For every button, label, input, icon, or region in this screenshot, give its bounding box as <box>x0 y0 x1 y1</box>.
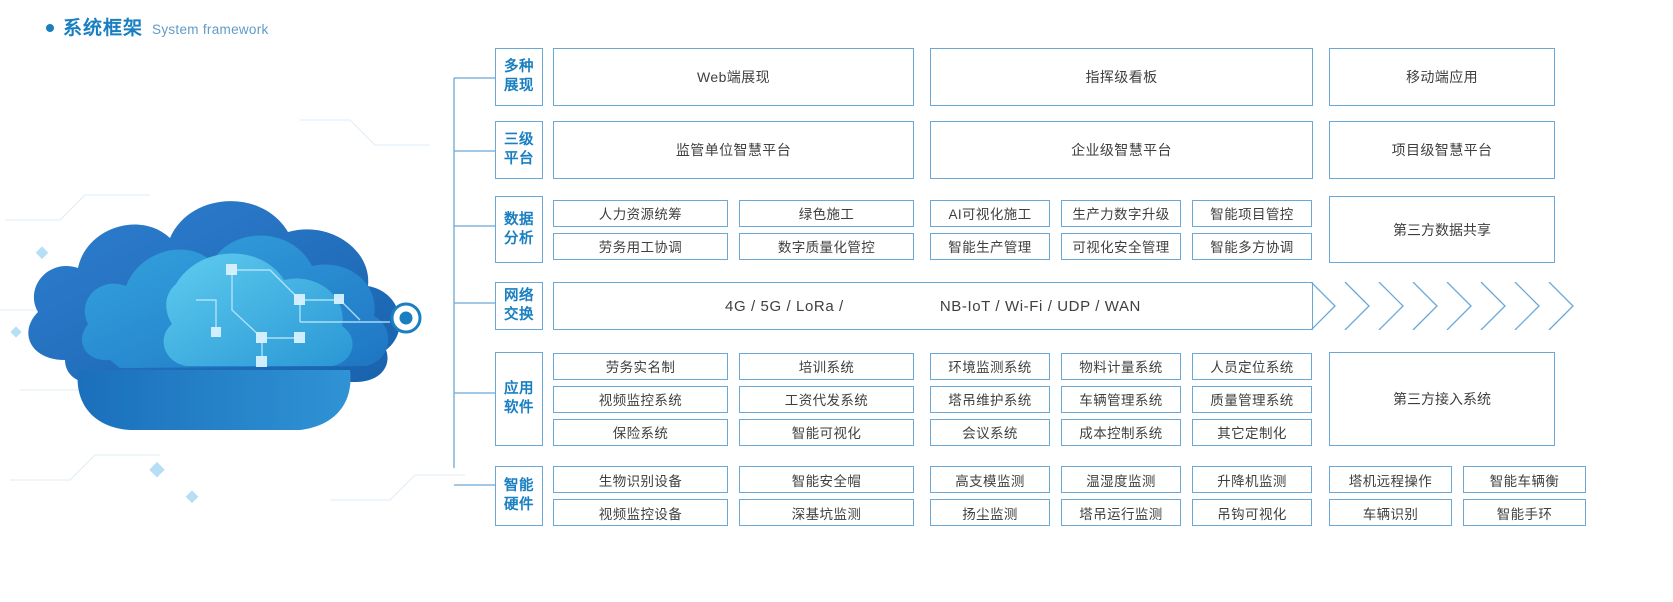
row-label-network-exchange: 网络 交换 <box>495 282 543 330</box>
cell-smart-project-control[interactable]: 智能项目管控 <box>1192 199 1312 227</box>
row-label-presentation: 多种 展现 <box>495 48 543 106</box>
cell-payroll-system[interactable]: 工资代发系统 <box>739 385 914 413</box>
connector-lines <box>453 77 498 486</box>
bullet-icon <box>46 23 54 32</box>
cell-hr-planning[interactable]: 人力资源统筹 <box>553 199 728 227</box>
cell-personnel-positioning-system[interactable]: 人员定位系统 <box>1192 352 1312 380</box>
network-band-left-text: 4G / 5G / LoRa / <box>725 297 844 315</box>
row-label-line1: 网络 <box>504 288 534 305</box>
cell-smart-visualization[interactable]: 智能可视化 <box>739 418 914 446</box>
row-label-line1: 数据 <box>504 211 534 228</box>
cell-cost-control-system[interactable]: 成本控制系统 <box>1061 418 1181 446</box>
cell-green-construction[interactable]: 绿色施工 <box>739 199 914 227</box>
cell-smart-wristband[interactable]: 智能手环 <box>1463 499 1586 526</box>
row-smart-hardware: 智能 硬件 生物识别设备 智能安全帽 视频监控设备 深基坑监测 高支模监 <box>495 466 1586 526</box>
cell-mobile-app[interactable]: 移动端应用 <box>1329 48 1555 106</box>
cell-labor-coordination[interactable]: 劳务用工协调 <box>553 232 728 260</box>
cell-web-display[interactable]: Web端展现 <box>553 48 914 106</box>
network-band: 4G / 5G / LoRa / NB-IoT / Wi-Fi / UDP / … <box>553 282 1313 330</box>
cell-productivity-upgrade[interactable]: 生产力数字升级 <box>1061 199 1181 227</box>
cell-quality-management-system[interactable]: 质量管理系统 <box>1192 385 1312 413</box>
row-label-line1: 智能 <box>504 478 534 495</box>
cell-command-dashboard[interactable]: 指挥级看板 <box>930 48 1313 106</box>
row-label-line2: 软件 <box>504 400 534 416</box>
page-title-en: System framework <box>152 22 269 37</box>
row-presentation: 多种 展现 Web端展现 指挥级看板 移动端应用 <box>495 48 1555 106</box>
page-title-cn: 系统框架 <box>63 18 144 39</box>
network-band-right-text: NB-IoT / Wi-Fi / UDP / WAN <box>939 297 1141 315</box>
cell-biometric-device[interactable]: 生物识别设备 <box>553 466 728 493</box>
cell-video-surveillance-device[interactable]: 视频监控设备 <box>553 499 728 526</box>
cell-crane-maintenance-system[interactable]: 塔吊维护系统 <box>930 385 1050 413</box>
row-label-line1: 多种 <box>504 59 534 76</box>
cell-project-platform[interactable]: 项目级智慧平台 <box>1329 121 1555 179</box>
cell-visual-safety-mgmt[interactable]: 可视化安全管理 <box>1061 232 1181 260</box>
cell-material-metering-system[interactable]: 物料计量系统 <box>1061 352 1181 380</box>
page-title: 系统框架 System framework <box>46 13 269 40</box>
cell-labor-realname[interactable]: 劳务实名制 <box>553 352 728 380</box>
cell-deep-pit-monitoring[interactable]: 深基坑监测 <box>739 499 914 526</box>
framework-rows: 多种 展现 Web端展现 指挥级看板 移动端应用 三级 平台 监管单位智慧平台 … <box>495 48 1586 526</box>
row-label-application-software: 应用 软件 <box>495 352 543 446</box>
cell-smart-production-mgmt[interactable]: 智能生产管理 <box>930 232 1050 260</box>
cell-smart-helmet[interactable]: 智能安全帽 <box>739 466 914 493</box>
connector-tree <box>452 48 498 488</box>
cell-enterprise-platform[interactable]: 企业级智慧平台 <box>930 121 1313 179</box>
cell-vehicle-recognition[interactable]: 车辆识别 <box>1329 499 1452 526</box>
cell-high-formwork-monitoring[interactable]: 高支模监测 <box>930 466 1050 493</box>
row-platform: 三级 平台 监管单位智慧平台 企业级智慧平台 项目级智慧平台 <box>495 121 1555 179</box>
cloud-graphic <box>0 119 465 504</box>
cell-hoist-monitoring[interactable]: 升降机监测 <box>1192 466 1312 493</box>
cell-smart-multiparty-coordination[interactable]: 智能多方协调 <box>1192 232 1312 260</box>
cell-crane-operation-monitoring[interactable]: 塔吊运行监测 <box>1061 499 1181 526</box>
row-label-line2: 硬件 <box>504 497 534 513</box>
cell-regulator-platform[interactable]: 监管单位智慧平台 <box>553 121 914 179</box>
cell-environment-monitoring-system[interactable]: 环境监测系统 <box>930 352 1050 380</box>
row-label-line2: 分析 <box>504 230 534 247</box>
cell-training-system[interactable]: 培训系统 <box>739 352 914 380</box>
cell-ai-visual-construction[interactable]: AI可视化施工 <box>930 199 1050 227</box>
cell-vehicle-management-system[interactable]: 车辆管理系统 <box>1061 385 1181 413</box>
row-label-smart-hardware: 智能 硬件 <box>495 466 543 526</box>
cell-insurance-system[interactable]: 保险系统 <box>553 418 728 446</box>
row-label-line2: 平台 <box>504 151 534 167</box>
row-network-exchange: 网络 交换 4G / 5G / LoRa / NB-IoT / Wi-Fi / … <box>495 282 1574 330</box>
cell-hook-visualization[interactable]: 吊钩可视化 <box>1192 499 1312 526</box>
row-label-line2: 交换 <box>504 307 534 323</box>
cell-third-party-access-system[interactable]: 第三方接入系统 <box>1329 352 1555 446</box>
cell-other-customization[interactable]: 其它定制化 <box>1192 418 1312 446</box>
cell-digital-quality-control[interactable]: 数字质量化管控 <box>739 232 914 260</box>
cell-dust-monitoring[interactable]: 扬尘监测 <box>930 499 1050 526</box>
row-application-software: 应用 软件 劳务实名制 培训系统 视频监控系统 工资代发系统 保险系统 智能可视… <box>495 352 1555 446</box>
cell-meeting-system[interactable]: 会议系统 <box>930 418 1050 446</box>
row-label-line2: 展现 <box>504 78 534 94</box>
cell-video-surveillance-system[interactable]: 视频监控系统 <box>553 385 728 413</box>
cloud-illustration <box>0 60 470 540</box>
row-label-line1: 三级 <box>504 132 534 149</box>
cell-crane-remote-operation[interactable]: 塔机远程操作 <box>1329 466 1452 493</box>
row-label-line1: 应用 <box>504 381 534 398</box>
row-data-analysis: 数据 分析 人力资源统筹 绿色施工 劳务用工协调 数字质量化管控 AI可 <box>495 196 1555 263</box>
cell-temp-humidity-monitoring[interactable]: 温湿度监测 <box>1061 466 1181 493</box>
cell-third-party-data-sharing[interactable]: 第三方数据共享 <box>1329 196 1555 263</box>
chevron-arrows-icon <box>1311 282 1574 330</box>
cell-smart-weighbridge[interactable]: 智能车辆衡 <box>1463 466 1586 493</box>
row-label-data-analysis: 数据 分析 <box>495 196 543 263</box>
row-label-platform: 三级 平台 <box>495 121 543 179</box>
